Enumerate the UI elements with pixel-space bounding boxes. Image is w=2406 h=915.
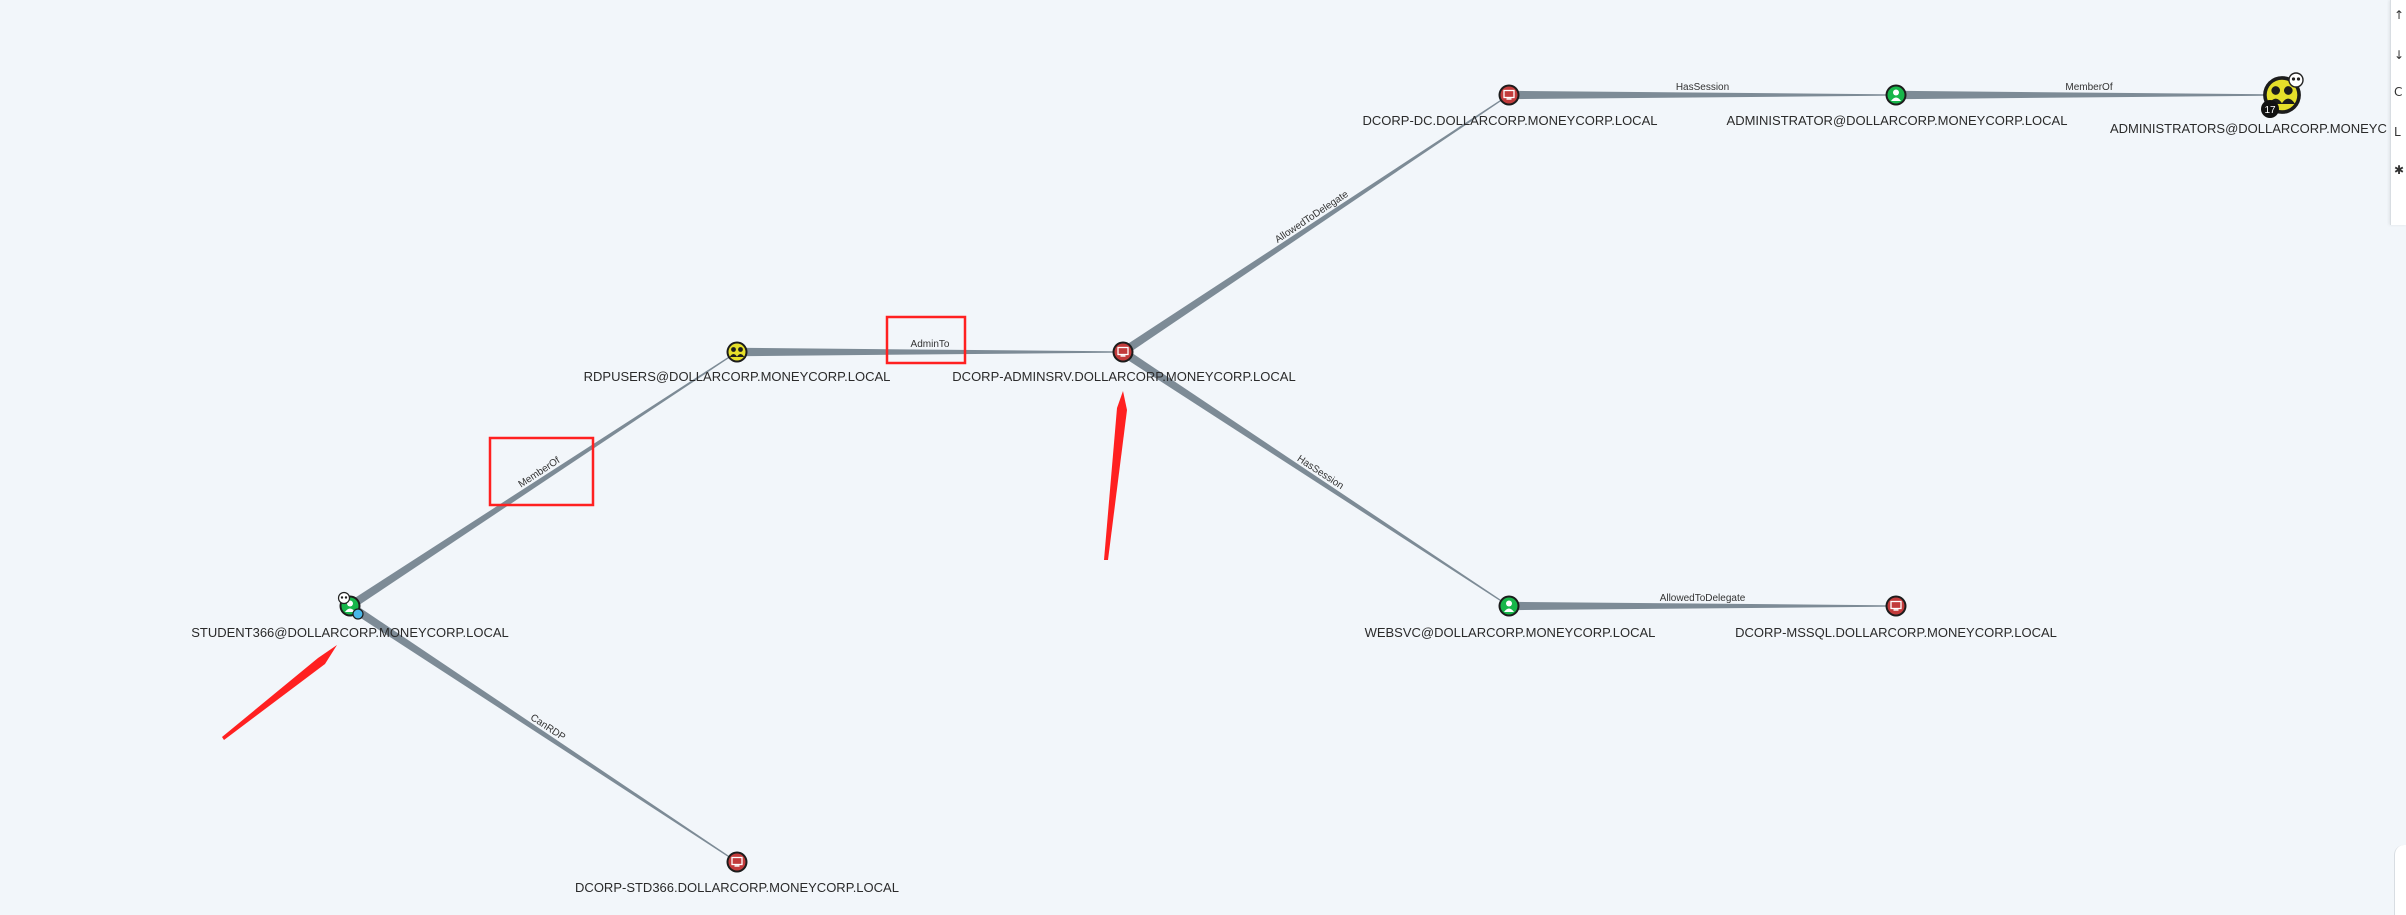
node-adminsrv[interactable]: DCORP-ADMINSRV.DOLLARCORP.MONEYCORP.LOCA… — [952, 341, 1296, 385]
group-icon — [726, 341, 748, 363]
toolbar-circle-icon[interactable]: C — [2394, 85, 2403, 99]
red-arrow-adminsrv — [1104, 391, 1127, 560]
node-label-mssql: DCORP-MSSQL.DOLLARCORP.MONEYCORP.LOCAL — [1735, 625, 2057, 640]
toolbar-arrow-down-icon[interactable]: ↓ — [2394, 48, 2405, 62]
edge-label-adminto: AdminTo — [911, 339, 950, 350]
user-head — [1893, 89, 1899, 96]
group-member-head — [731, 347, 736, 352]
node-label-dc: DCORP-DC.DOLLARCORP.MONEYCORP.LOCAL — [1363, 113, 1658, 128]
group-member-body — [2281, 98, 2296, 104]
right-corner-panel — [2394, 845, 2406, 915]
adminto-highlight-box — [885, 315, 967, 365]
node-label-websvc: WEBSVC@DOLLARCORP.MONEYCORP.LOCAL — [1365, 625, 1656, 640]
edge-adminsrv-dc[interactable] — [1120, 94, 1510, 356]
computer-icon — [1885, 595, 1907, 617]
edge-label-hassession: HasSession — [1676, 82, 1729, 93]
node-administrator[interactable]: ADMINISTRATOR@DOLLARCORP.MONEYCORP.LOCAL — [1727, 84, 2068, 129]
monitor-screen — [1503, 89, 1515, 99]
node-label-administrator: ADMINISTRATOR@DOLLARCORP.MONEYCORP.LOCAL — [1727, 113, 2068, 128]
monitor-stand — [1893, 609, 1899, 611]
node-std366[interactable]: DCORP-STD366.DOLLARCORP.MONEYCORP.LOCAL — [575, 851, 899, 896]
group-member-body — [729, 354, 738, 357]
computer-node-fill — [1114, 343, 1132, 361]
edge-label-allowedtodelegate: AllowedToDelegate — [1273, 189, 1351, 246]
group-node-fill — [728, 343, 746, 361]
node-label-adminsrv: DCORP-ADMINSRV.DOLLARCORP.MONEYCORP.LOCA… — [952, 369, 1295, 384]
group-member-head — [738, 347, 743, 352]
computer-node-fill — [1887, 597, 1905, 615]
user-icon — [1498, 595, 1520, 617]
user-body — [1891, 97, 1901, 101]
node-mssql[interactable]: DCORP-MSSQL.DOLLARCORP.MONEYCORP.LOCAL — [1735, 595, 2057, 641]
owned-marker-eye — [340, 596, 344, 599]
computer-node-fill — [728, 853, 746, 871]
start-node-marker-icon — [352, 608, 364, 620]
group-member-body — [736, 354, 745, 357]
member-count-text: 17 — [2264, 105, 2276, 116]
user-body — [1504, 608, 1514, 612]
monitor-screen — [1117, 346, 1129, 356]
node-label-student366: STUDENT366@DOLLARCORP.MONEYCORP.LOCAL — [191, 625, 509, 640]
node-websvc[interactable]: WEBSVC@DOLLARCORP.MONEYCORP.LOCAL — [1365, 595, 1656, 641]
node-label-administrators: ADMINISTRATORS@DOLLARCORP.MONEYC — [2110, 121, 2387, 136]
edge-student366-rdpusers[interactable] — [347, 351, 738, 610]
monitor-stand — [1120, 355, 1126, 357]
monitor-screen — [731, 856, 743, 866]
graph-edges — [347, 90, 2282, 863]
edge-student366-std366[interactable] — [347, 602, 738, 863]
red-annotations — [222, 315, 1127, 740]
edge-dc-administrator[interactable] — [1509, 90, 1896, 100]
computer-icon — [726, 851, 748, 873]
highvalue-marker-icon — [2288, 72, 2304, 88]
highvalue-marker-eye — [2291, 77, 2296, 81]
toolbar-star-icon[interactable]: ✱ — [2394, 163, 2405, 177]
edge-rdpusers-adminsrv[interactable] — [737, 347, 1123, 357]
member-count-badge — [2261, 100, 2279, 118]
node-label-std366: DCORP-STD366.DOLLARCORP.MONEYCORP.LOCAL — [575, 880, 899, 895]
edge-label-memberof: MemberOf — [2065, 82, 2112, 93]
toolbar-arrow-up-icon[interactable]: ↑ — [2394, 8, 2405, 22]
user-body — [345, 608, 355, 612]
computer-icon — [1498, 84, 1520, 106]
edge-administrator-administrators[interactable] — [1896, 90, 2282, 100]
edge-websvc-mssql[interactable] — [1509, 601, 1896, 611]
node-student366[interactable]: STUDENT366@DOLLARCORP.MONEYCORP.LOCAL — [191, 591, 509, 641]
monitor-stand — [734, 865, 740, 867]
right-toolbar: ↑ ↓ C L ✱ — [2390, 0, 2406, 225]
group-member-head — [2283, 86, 2293, 95]
edge-adminsrv-websvc[interactable] — [1120, 348, 1510, 607]
graph-nodes: STUDENT366@DOLLARCORP.MONEYCORP.LOCAL RDP… — [191, 72, 2387, 896]
edge-label-allowedtodelegate: AllowedToDelegate — [1660, 593, 1746, 604]
group-member-head — [2271, 86, 2281, 95]
owned-marker-eye — [344, 596, 348, 599]
memberof-highlight-box — [488, 436, 595, 507]
highvalue-marker-eye — [2296, 77, 2301, 81]
computer-node-fill — [1500, 86, 1518, 104]
computer-icon — [1112, 341, 1134, 363]
node-label-rdpusers: RDPUSERS@DOLLARCORP.MONEYCORP.LOCAL — [584, 369, 891, 384]
graph-edge-labels: MemberOfAdminToAllowedToDelegateHasSessi… — [517, 82, 2113, 743]
user-icon — [1885, 84, 1907, 106]
node-rdpusers[interactable]: RDPUSERS@DOLLARCORP.MONEYCORP.LOCAL — [584, 341, 891, 385]
monitor-stand — [1506, 98, 1512, 100]
monitor-screen — [1890, 600, 1902, 610]
red-arrow-student — [222, 645, 337, 740]
node-dc[interactable]: DCORP-DC.DOLLARCORP.MONEYCORP.LOCAL — [1363, 84, 1658, 129]
owned-marker-icon — [337, 591, 351, 605]
toolbar-layout-icon[interactable]: L — [2394, 125, 2401, 139]
user-head — [1506, 600, 1512, 607]
